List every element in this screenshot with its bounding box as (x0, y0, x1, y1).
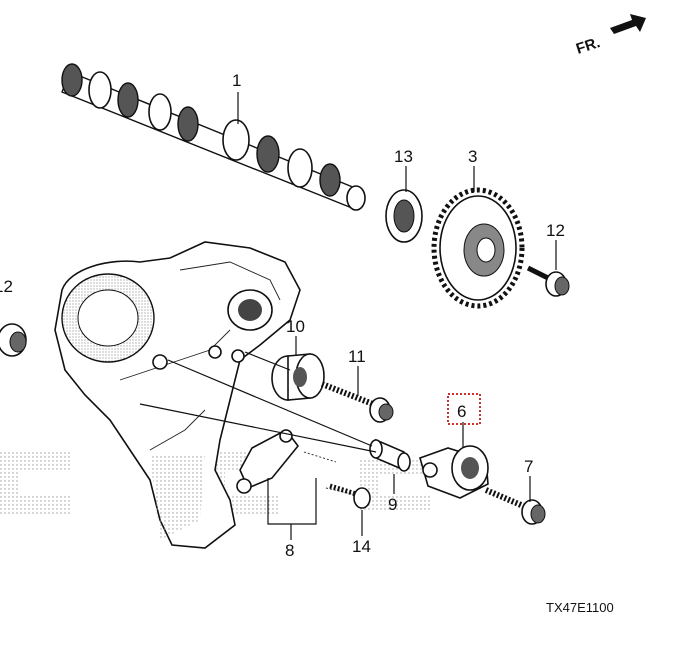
callout-9: 9 (388, 495, 397, 514)
engine-block (54, 241, 301, 549)
tensioner (419, 445, 489, 499)
callout-6: 6 (457, 402, 466, 421)
leader-lines (139, 92, 557, 540)
callout-11: 11 (348, 347, 366, 366)
front-label: FR. (574, 34, 602, 58)
diagram-code: TX47E1100 (546, 600, 614, 615)
callout-12-left: 12 (0, 277, 13, 296)
front-direction-indicator: FR. (574, 14, 646, 58)
highlight-box-callout-6[interactable] (447, 393, 481, 425)
assembly-bolt (329, 483, 371, 509)
auto-tensioner-assembly (236, 428, 353, 495)
callout-13: 13 (394, 147, 413, 166)
callout-14: 14 (352, 537, 371, 556)
idler-pulley (271, 353, 325, 401)
oil-seal (385, 189, 423, 243)
camshaft (61, 63, 366, 211)
camshaft-gear (431, 187, 525, 309)
callout-8: 8 (285, 541, 294, 560)
tensioner-bolt (484, 487, 546, 525)
collar (369, 438, 411, 472)
callout-3: 3 (468, 147, 477, 166)
callout-1: 1 (232, 71, 241, 90)
callout-10: 10 (286, 317, 305, 336)
callout-12-right: 12 (546, 221, 565, 240)
block-bolt (0, 323, 27, 357)
callout-7: 7 (524, 457, 533, 476)
front-arrow-icon (610, 14, 646, 34)
callouts: 1 13 3 12 12 10 11 6 7 9 14 8 (0, 71, 565, 560)
gear-bolt (526, 265, 570, 297)
idler-bolt (320, 381, 394, 423)
